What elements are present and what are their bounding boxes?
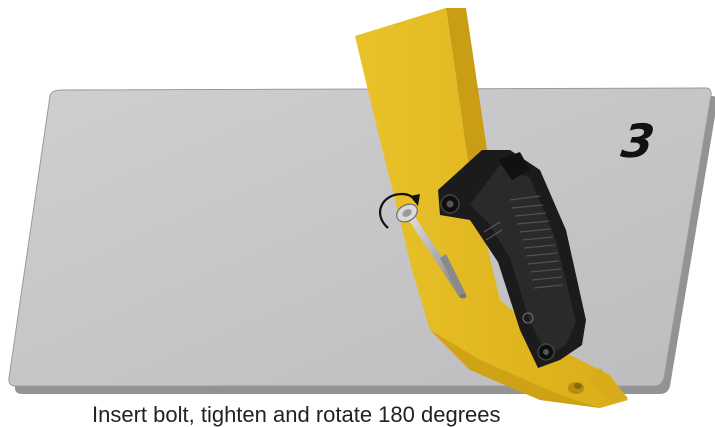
background-panel [9, 88, 711, 386]
step-number: 3 [619, 118, 657, 164]
caption-text: Insert bolt, tighten and rotate 180 degr… [92, 404, 501, 426]
